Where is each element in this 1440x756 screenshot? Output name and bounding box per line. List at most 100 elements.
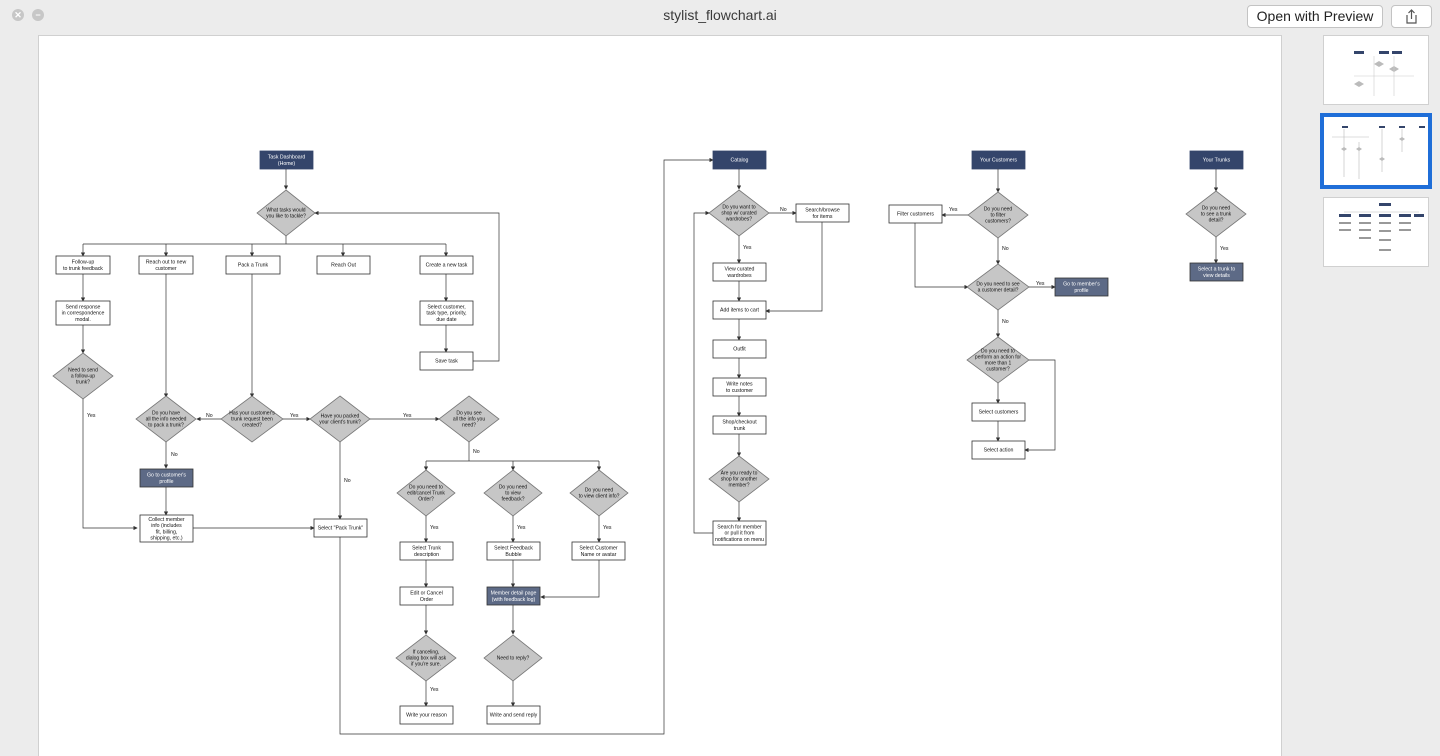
label-yes: Yes [403, 413, 412, 419]
select_customers-box [971, 402, 1026, 422]
label-no: No [171, 452, 178, 458]
label-yes: Yes [743, 245, 752, 251]
goto_member-box [1054, 277, 1109, 297]
your_customers-box [971, 150, 1026, 170]
connector-line [693, 210, 713, 534]
outfit-text: Outfit [733, 347, 746, 353]
your_trunks-text: Your Trunks [1203, 158, 1231, 164]
connector-line [1024, 359, 1056, 453]
outfit-box [712, 339, 767, 359]
select_name-box [571, 541, 626, 561]
send_response-box [55, 300, 111, 326]
add_cart-text: Add items to cart [720, 308, 759, 314]
label-no: No [206, 413, 213, 419]
connector-line [540, 560, 600, 600]
catalog-box [712, 150, 767, 170]
save_task-text: Save task [435, 359, 458, 365]
shop_checkout-box [712, 415, 767, 435]
request_created-diamond [220, 395, 284, 443]
thumbnail-preview [1354, 51, 1414, 96]
select_action-text: Select action [984, 448, 1014, 454]
minimize-icon[interactable]: − [32, 9, 44, 21]
label-yes: Yes [1036, 281, 1045, 287]
select_bubble-box [486, 541, 541, 561]
select_desc-box [399, 541, 454, 561]
label-yes: Yes [949, 207, 958, 213]
connector-line [314, 210, 500, 362]
window-title: stylist_flowchart.ai [663, 7, 777, 23]
label-yes: Yes [603, 525, 612, 531]
share-icon [1406, 9, 1417, 24]
create_task-box [419, 255, 474, 275]
write_notes-box [712, 377, 767, 397]
catalog-text: Catalog [731, 158, 749, 164]
collect_info-box [139, 514, 194, 543]
filter_customers-box [888, 204, 943, 224]
edit_order-box [399, 586, 454, 606]
thumbnail-preview [1332, 126, 1425, 179]
member_detail-box [486, 586, 541, 606]
open-with-preview-button[interactable]: Open with Preview [1247, 5, 1383, 28]
need_reply-text: Need to reply? [497, 656, 530, 662]
create_task-text: Create a new task [426, 263, 468, 269]
connector-line [82, 399, 138, 531]
label-yes: Yes [290, 413, 299, 419]
member_detail-text: Member detail page(with feedback log) [491, 591, 537, 603]
close-icon[interactable]: ✕ [12, 9, 24, 21]
label-no: No [1002, 246, 1009, 252]
title-bar: ✕ − stylist_flowchart.ai Open with Previ… [0, 0, 1440, 32]
write_reply-box [486, 705, 541, 725]
reach_out-text: Reach Out [331, 263, 356, 269]
label-no: No [1002, 319, 1009, 325]
connector-line [914, 223, 969, 290]
label-yes: Yes [430, 525, 439, 531]
filter_customers-text: Filter customers [897, 212, 934, 218]
select_customer-text: Select customer,task type, priority,due … [426, 305, 466, 323]
connector-line [765, 222, 823, 314]
search_member-box [712, 520, 767, 546]
write_reply-text: Write and send reply [490, 713, 538, 719]
label-yes: Yes [87, 413, 96, 419]
page-thumbnail-1[interactable] [1323, 35, 1429, 105]
write_reason-box [399, 705, 454, 725]
page-thumbnail-3[interactable] [1323, 197, 1429, 267]
page-thumbnail-2[interactable] [1320, 113, 1432, 189]
label-no: No [344, 478, 351, 484]
select_trunk-box [1189, 262, 1244, 282]
your_customers-text: Your Customers [980, 158, 1017, 164]
share-button[interactable] [1391, 5, 1432, 28]
select_customers-text: Select customers [979, 410, 1019, 416]
view_curated-box [712, 262, 767, 282]
label-yes: Yes [517, 525, 526, 531]
thumbnail-preview [1339, 203, 1424, 251]
label-yes: Yes [430, 687, 439, 693]
